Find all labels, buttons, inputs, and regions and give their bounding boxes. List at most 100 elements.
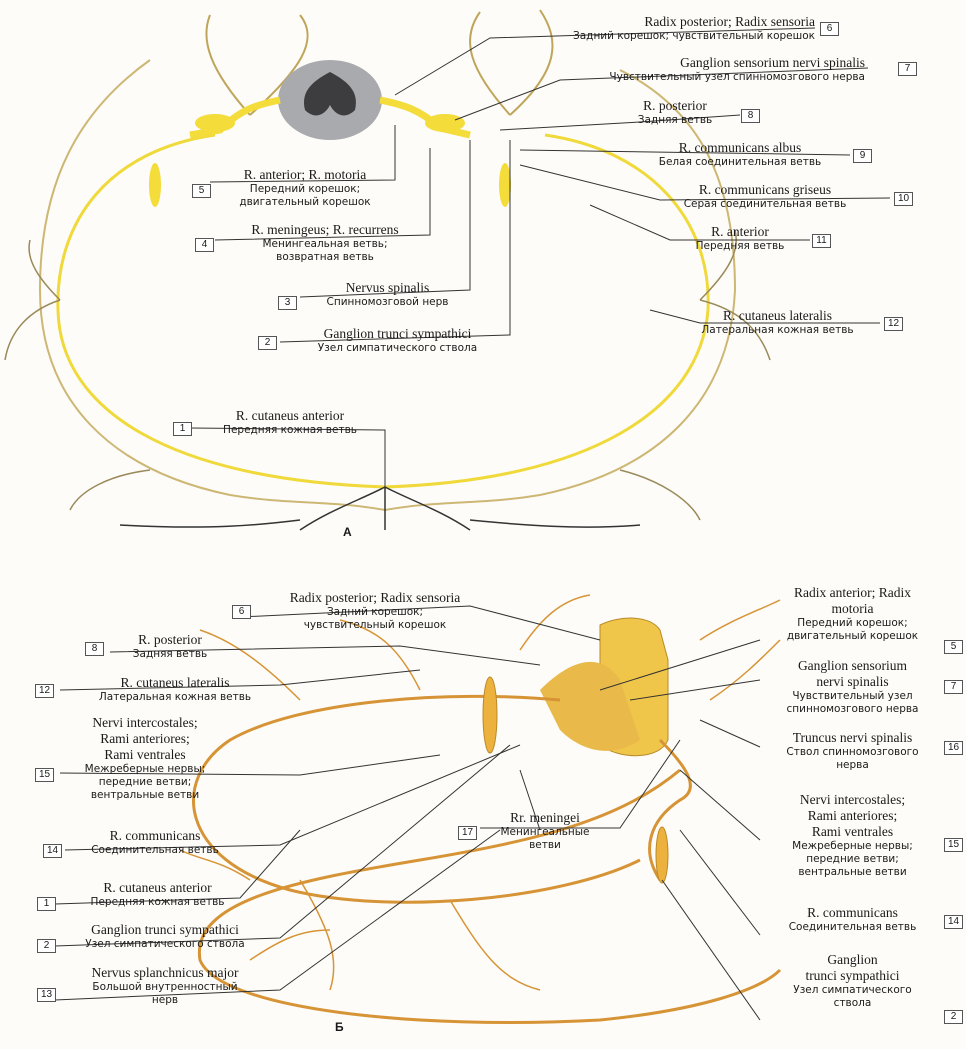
russian-term: Передняя кожная ветвь bbox=[195, 424, 385, 437]
label-number-box: 15 bbox=[35, 768, 54, 782]
latin-term: Rami ventrales bbox=[760, 824, 945, 840]
label-number-box: 6 bbox=[820, 22, 839, 36]
russian-term: спинномозгового нерва bbox=[760, 703, 945, 716]
label-number-box: 2 bbox=[37, 939, 56, 953]
latin-term: Nervus splanchnicus major bbox=[65, 965, 265, 981]
label-2: Ganglion trunci sympathiciУзел симпатиче… bbox=[65, 922, 265, 951]
russian-term: вентральные ветви bbox=[60, 789, 230, 802]
sympathetic-ganglion-lower bbox=[656, 827, 668, 883]
label-17: Rr. meningeiМенингеальныеветви bbox=[485, 810, 605, 852]
russian-term: Межреберные нервы; bbox=[60, 763, 230, 776]
russian-term: передние ветви; bbox=[760, 853, 945, 866]
latin-term: R. communicans bbox=[760, 905, 945, 921]
panel-a-artwork bbox=[5, 10, 890, 530]
russian-term: Белая соединительная ветвь bbox=[635, 156, 845, 169]
label-number-box: 5 bbox=[944, 640, 963, 654]
russian-term: Серая соединительная ветвь bbox=[645, 198, 885, 211]
russian-term: Передняя кожная ветвь bbox=[65, 896, 250, 909]
sympathetic-ganglion-upper bbox=[483, 677, 497, 753]
label-12: R. cutaneus lateralisЛатеральная кожная … bbox=[60, 675, 290, 704]
latin-term: R. communicans bbox=[65, 828, 245, 844]
russian-term: Спинномозговой нерв bbox=[300, 296, 475, 309]
latin-term: Truncus nervi spinalis bbox=[760, 730, 945, 746]
latin-term: R. anterior; R. motoria bbox=[215, 167, 395, 183]
latin-term: R. posterior bbox=[105, 632, 235, 648]
label-number-box: 1 bbox=[173, 422, 192, 436]
latin-term: R. posterior bbox=[615, 98, 735, 114]
label-number-box: 14 bbox=[43, 844, 62, 858]
label-number-box: 11 bbox=[812, 234, 831, 248]
russian-term: двигательный корешок bbox=[215, 196, 395, 209]
label-11: R. anteriorПередняя ветвь bbox=[675, 224, 805, 253]
latin-term: Radix posterior; Radix sensoria bbox=[255, 590, 495, 606]
russian-term: ствола bbox=[760, 997, 945, 1010]
label-number-box: 9 bbox=[853, 149, 872, 163]
label-number-box: 16 bbox=[944, 741, 963, 755]
russian-term: Соединительная ветвь bbox=[760, 921, 945, 934]
latin-term: R. cutaneus anterior bbox=[65, 880, 250, 896]
russian-term: Межреберные нервы; bbox=[760, 840, 945, 853]
label-number-box: 14 bbox=[944, 915, 963, 929]
latin-term: R. communicans griseus bbox=[645, 182, 885, 198]
russian-term: Чувствительный узел спинномозгового нерв… bbox=[555, 71, 865, 84]
russian-term: передние ветви; bbox=[60, 776, 230, 789]
right-spinal-ganglion bbox=[425, 114, 465, 132]
russian-term: Узел симпатического ствола bbox=[290, 342, 505, 355]
label-number-box: 6 bbox=[232, 605, 251, 619]
russian-term: Задний корешок; bbox=[255, 606, 495, 619]
label-number-box: 2 bbox=[944, 1010, 963, 1024]
russian-term: Задний корешок; чувствительный корешок bbox=[505, 30, 815, 43]
left-spinal-ganglion bbox=[195, 114, 235, 132]
label-number-box: 15 bbox=[944, 838, 963, 852]
russian-term: вентральные ветви bbox=[760, 866, 945, 879]
russian-term: возвратная ветвь bbox=[220, 251, 430, 264]
latin-term: Ganglion trunci sympathici bbox=[290, 326, 505, 342]
label-number-box: 12 bbox=[884, 317, 903, 331]
label-number-box: 7 bbox=[944, 680, 963, 694]
lateral-branches bbox=[5, 230, 770, 520]
russian-term: Менингеальная ветвь; bbox=[220, 238, 430, 251]
russian-term: Узел симпатического ствола bbox=[65, 938, 265, 951]
label-number-box: 12 bbox=[35, 684, 54, 698]
russian-term: Менингеальные bbox=[485, 826, 605, 839]
label-number-box: 5 bbox=[192, 184, 211, 198]
russian-term: Чувствительный узел bbox=[760, 690, 945, 703]
label-number-box: 3 bbox=[278, 296, 297, 310]
panel-b-caption: Б bbox=[335, 1020, 344, 1034]
label-number-box: 13 bbox=[37, 988, 56, 1002]
latin-term: Nervi intercostales; bbox=[760, 792, 945, 808]
label-2: Gangliontrunci sympathiciУзел симпатичес… bbox=[760, 952, 945, 1010]
label-number-box: 10 bbox=[894, 192, 913, 206]
russian-term: Соединительная ветвь bbox=[65, 844, 245, 857]
latin-term: R. meningeus; R. recurrens bbox=[220, 222, 430, 238]
latin-term: Ganglion bbox=[760, 952, 945, 968]
latin-term: Radix posterior; Radix sensoria bbox=[505, 14, 815, 30]
label-10: R. communicans griseusСерая соединительн… bbox=[645, 182, 885, 211]
label-number-box: 17 bbox=[458, 826, 477, 840]
latin-term: Ganglion sensorium nervi spinalis bbox=[555, 55, 865, 71]
panel-a-caption: A bbox=[343, 525, 352, 539]
left-sympathetic-ganglion bbox=[149, 163, 161, 207]
latin-term: R. cutaneus anterior bbox=[195, 408, 385, 424]
russian-term: двигательный корешок bbox=[760, 630, 945, 643]
latin-term: Ganglion trunci sympathici bbox=[65, 922, 265, 938]
latin-term: trunci sympathici bbox=[760, 968, 945, 984]
latin-term: Rami ventrales bbox=[60, 747, 230, 763]
russian-term: Передняя ветвь bbox=[675, 240, 805, 253]
latin-term: Nervi intercostales; bbox=[60, 715, 230, 731]
latin-term: R. cutaneus lateralis bbox=[680, 308, 875, 324]
russian-term: Задняя ветвь bbox=[105, 648, 235, 661]
label-number-box: 8 bbox=[741, 109, 760, 123]
latin-term: motoria bbox=[760, 601, 945, 617]
russian-term: чувствительный корешок bbox=[255, 619, 495, 632]
latin-term: Rami anteriores; bbox=[760, 808, 945, 824]
